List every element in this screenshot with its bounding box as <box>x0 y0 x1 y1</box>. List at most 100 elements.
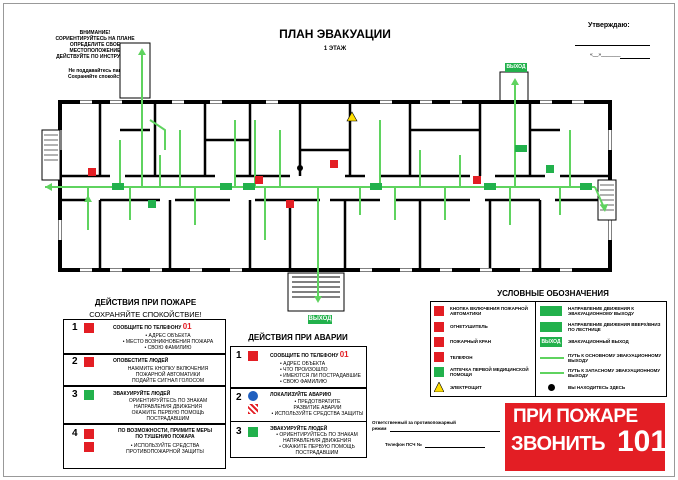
date-line: «__»_______ <box>590 52 621 58</box>
legend-label: АПТЕЧКА ПЕРВОЙ МЕДИЦИНСКОЙ ПОМОЩИ <box>450 367 529 377</box>
legend-label: ОГНЕТУШИТЕЛЬ <box>450 324 488 329</box>
approval-label: Утверждаю: <box>588 22 630 29</box>
step-line: ПРОТИВОПОЖАРНОЙ ЗАЩИТЫ <box>126 449 204 455</box>
warning-note: ВНИМАНИЕ! СОРИЕНТИРУЙТЕСЬ НА ПЛАНЕ ОПРЕД… <box>45 30 145 60</box>
legend-label: ТЕЛЕФОН <box>450 355 473 360</box>
first-aid-icon <box>434 367 444 377</box>
protection-icon <box>248 391 258 401</box>
legend-label: ВЫ НАХОДИТЕСЬ ЗДЕСЬ <box>568 385 626 390</box>
warning-line: ДЕЙСТВУЙТЕ ПО ИНСТРУКЦИИ <box>56 54 134 60</box>
responsible-line: Ответственный за противопожарный <box>372 420 456 425</box>
accident-step-1-lines: • АДРЕС ОБЪЕКТА • ЧТО ПРОИЗОШЛО • ИМЕЮТС… <box>280 361 365 385</box>
phone-line-field <box>425 447 485 448</box>
legend-label: НАПРАВЛЕНИЕ ДВИЖЕНИЯ ВВЕРХ/ВНИЗ ПО ЛЕСТН… <box>568 322 661 332</box>
fire-step-4-lines: • ИСПОЛЬЗУЙТЕ СРЕДСТВА ПРОТИВОПОЖАРНОЙ З… <box>106 443 224 455</box>
legend-label: НАПРАВЛЕНИЕ ДВИЖЕНИЯ К ЭВАКУАЦИОННОМУ ВЫ… <box>568 306 635 316</box>
floor-label: 1 ЭТАЖ <box>323 46 347 52</box>
accident-step-3-lines: • ОРИЕНТИРУЙТЕСЬ ПО ЗНАКАМ НАПРАВЛЕНИЯ Д… <box>268 432 366 456</box>
step-line: НАПРАВЛЕНИЯ ДВИЖЕНИЯ <box>282 438 351 444</box>
step-number: 2 <box>236 392 242 403</box>
plan-title: ПЛАН ЭВАКУАЦИИ <box>279 27 391 41</box>
step-line: ПОСТРАДАВШИМ <box>146 416 190 422</box>
step-number: 2 <box>72 356 78 367</box>
step-line: • ПРЕДОТВРАТИТЕ <box>294 399 341 405</box>
phone-label: Телефон ПСЧ № <box>385 442 422 447</box>
main-route-icon <box>540 357 564 359</box>
legend-label: ПУТЬ К ОСНОВНОМУ ЭВАКУАЦИОННОМУ ВЫХОДУ <box>568 353 662 363</box>
phone-icon <box>84 323 94 333</box>
fire-step-1-head-text: СООБЩИТЕ ПО ТЕЛЕФОНУ <box>113 325 182 331</box>
exit-sign-icon: ВЫХОД <box>540 337 562 347</box>
extinguisher-icon <box>434 322 444 332</box>
responsible-label: Ответственный за противопожарный режим <box>372 420 456 432</box>
accident-actions-title: ДЕЙСТВИЯ ПРИ АВАРИИ <box>248 333 348 342</box>
step-line: ПОЖАРНОЙ АВТОМАТИКИ <box>135 372 201 378</box>
step-number: 3 <box>72 389 78 400</box>
fire-step-3-lines: ОРИЕНТИРУЙТЕСЬ ПО ЗНАКАМ НАПРАВЛЕНИЯ ДВИ… <box>113 398 223 422</box>
warning-line: СОРИЕНТИРУЙТЕСЬ НА ПЛАНЕ <box>55 36 135 42</box>
step-number: 1 <box>236 350 242 361</box>
step-line: • СВОЮ ФАМИЛИЮ <box>280 379 327 385</box>
fire-button-icon <box>434 306 444 316</box>
step-line: • МЕСТО ВОЗНИКНОВЕНИЯ ПОЖАРА <box>122 339 214 345</box>
fire-step-3-head: ЭВАКУИРУЙТЕ ЛЮДЕЙ <box>113 391 171 397</box>
fire-actions-title: ДЕЙСТВИЯ ПРИ ПОЖАРЕ <box>94 298 197 307</box>
fire-hydrant-icon <box>84 442 94 452</box>
step-number: 3 <box>236 426 242 437</box>
step-number: 1 <box>72 322 78 333</box>
fire-actions-subtitle: СОХРАНЯЙТЕ СПОКОЙСТВИЕ! <box>89 310 202 319</box>
legend-label: КНОПКА ВКЛЮЧЕНИЯ ПОЖАРНОЙ АВТОМАТИКИ <box>450 306 528 316</box>
step-line: • ИСПОЛЬЗУЙТЕ СРЕДСТВА <box>130 443 200 449</box>
step-line: ОРИЕНТИРУЙТЕСЬ ПО ЗНАКАМ <box>128 398 208 404</box>
accident-step-3-head: ЭВАКУИРУЙТЕ ЛЮДЕЙ <box>270 426 328 432</box>
step-line: НАПРАВЛЕНИЯ ДВИЖЕНИЯ <box>133 404 202 410</box>
legend-label: ЭВАКУАЦИОННЫЙ ВЫХОД <box>568 339 629 344</box>
responsible-line-field <box>390 431 500 432</box>
step-line: • ИМЕЮТСЯ ЛИ ПОСТРАДАВШИЕ <box>280 373 361 379</box>
fire-call-banner: ПРИ ПОЖАРЕ ЗВОНИТЬ 101 <box>505 403 668 471</box>
legend-label: ПУТЬ К ЗАПАСНОМУ ЭВАКУАЦИОННОМУ ВЫХОДУ <box>568 368 661 378</box>
plan-exit-sign-top: ВЫХОД <box>506 64 526 70</box>
extinguisher-icon <box>84 429 94 439</box>
accident-step-2-head: ЛОКАЛИЗУЙТЕ АВАРИЮ <box>270 392 332 398</box>
step-line: • ИСПОЛЬЗУЙТЕ СРЕДСТВА ЗАЩИТЫ <box>271 411 364 417</box>
legend-divider <box>535 301 536 397</box>
calm-line: Не поддавайтесь панике! <box>68 68 132 74</box>
step-line: • СВОЮ ФАМИЛИЮ <box>144 345 192 351</box>
phone-icon <box>248 351 258 361</box>
fire-step-1-head: СООБЩИТЕ ПО ТЕЛЕФОНУ 01 <box>113 323 192 332</box>
warning-line: ВНИМАНИЕ! <box>79 30 111 36</box>
fire-step-4-head: ПО ВОЗМОЖНОСТИ, ПРИМИТЕ МЕРЫ ПО ТУШЕНИЮ … <box>106 428 224 440</box>
plan-exit-sign: ВЫХОД <box>308 316 332 322</box>
step-number: 4 <box>72 428 78 439</box>
responsible-line: режим <box>372 426 387 431</box>
fire-hydrant-icon <box>434 337 444 347</box>
calm-line: Сохраняйте спокойствие! <box>67 74 133 80</box>
legend-label: ПОЖАРНЫЙ КРАН <box>450 339 491 344</box>
accident-step-2-lines: • ПРЕДОТВРАТИТЕ РАЗВИТИЕ АВАРИИ • ИСПОЛЬ… <box>270 399 365 417</box>
banner-number: 101 <box>617 425 668 458</box>
step-line: ОКАЖИТЕ ПЕРВУЮ ПОМОЩЬ <box>131 410 205 416</box>
exit-person-icon <box>84 390 94 400</box>
step-line: • АДРЕС ОБЪЕКТА <box>280 361 326 367</box>
legend-label: ЭЛЕКТРОЩИТ <box>450 385 482 390</box>
direction-sign-icon <box>540 306 562 316</box>
step-line: ПОДАЙТЕ СИГНАЛ ГОЛОСОМ <box>131 378 205 384</box>
warning-line: МЕСТОПОЛОЖЕНИЕ <box>69 48 121 54</box>
legend-box <box>430 301 667 397</box>
step-head-line: ПО ТУШЕНИЮ ПОЖАРА <box>135 434 195 440</box>
calm-note: Не поддавайтесь панике! Сохраняйте споко… <box>40 68 160 80</box>
poster-frame <box>3 3 675 477</box>
date-underline <box>620 58 650 59</box>
accident-step-1-head-text: СООБЩИТЕ ПО ТЕЛЕФОНУ <box>270 353 339 359</box>
step-line: • АДРЕС ОБЪЕКТА <box>145 333 191 339</box>
fire-step-2-head: ОПОВЕСТИТЕ ЛЮДЕЙ <box>113 358 169 364</box>
phone-icon <box>434 352 444 362</box>
exit-person-icon <box>248 427 258 437</box>
signature-line <box>575 45 650 46</box>
banner-line-1: ПРИ ПОЖАРЕ <box>513 406 638 427</box>
step-line: НАЖМИТЕ КНОПКУ ВКЛЮЧЕНИЯ <box>127 366 209 372</box>
step-line: • ЧТО ПРОИЗОШЛО <box>280 367 328 373</box>
barrier-icon <box>248 404 258 414</box>
